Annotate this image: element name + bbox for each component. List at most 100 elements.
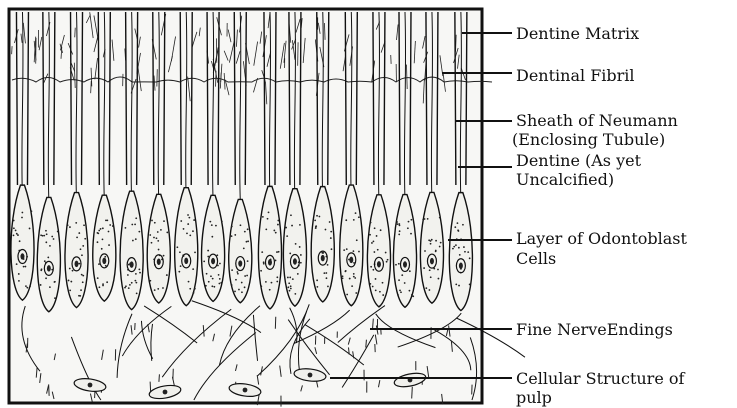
cell-stipple [435, 250, 437, 252]
cell-stipple [345, 219, 347, 221]
cell-stipple [106, 281, 108, 283]
cell-stipple [163, 220, 165, 222]
cell-stipple [453, 246, 455, 248]
nucleolus [20, 253, 24, 259]
cell-stipple [457, 229, 459, 231]
cell-stipple [276, 276, 278, 278]
cell-stipple [382, 294, 384, 296]
cell-stipple [149, 280, 151, 282]
cell-stipple [189, 288, 191, 290]
cell-stipple [188, 281, 190, 283]
cell-stipple [206, 273, 208, 275]
cell-stipple [178, 271, 180, 273]
cell-stipple [176, 246, 178, 248]
cell-stipple [423, 267, 425, 269]
cell-stipple [40, 234, 42, 236]
cell-stipple [353, 250, 355, 252]
cell-stipple [290, 214, 292, 216]
cell-stipple [109, 224, 111, 226]
cell-stipple [467, 251, 469, 253]
cell-stipple [166, 274, 168, 276]
cell-stipple [452, 248, 454, 250]
cell-stipple [68, 280, 70, 282]
cell-stipple [180, 220, 182, 222]
cell-stipple [220, 282, 222, 284]
pulp-cell-nucleus [88, 383, 93, 388]
cell-stipple [244, 275, 246, 277]
cell-stipple [429, 289, 431, 291]
cell-stipple [45, 277, 47, 279]
cell-stipple [241, 291, 243, 293]
nucleolus [75, 261, 79, 267]
cell-stipple [221, 221, 223, 223]
cell-stipple [98, 230, 100, 232]
nucleolus [238, 260, 242, 266]
cell-stipple [342, 275, 344, 277]
label-dentine-uncalcified-line-2: Uncalcified) [516, 170, 614, 189]
cell-stipple [213, 286, 215, 288]
cell-stipple [300, 262, 302, 264]
cell-stipple [209, 221, 211, 223]
label-cellular-structure-line-2: pulp [516, 388, 552, 407]
cell-stipple [84, 238, 86, 240]
cell-stipple [237, 273, 239, 275]
cell-stipple [57, 231, 59, 233]
cell-stipple [371, 242, 373, 244]
cell-stipple [69, 289, 71, 291]
nucleolus [47, 265, 51, 271]
cell-stipple [98, 286, 100, 288]
cell-stipple [354, 277, 356, 279]
cell-stipple [211, 285, 213, 287]
cell-stipple [294, 293, 296, 295]
cell-stipple [163, 255, 165, 257]
cell-stipple [49, 286, 51, 288]
cell-stipple [455, 284, 457, 286]
cell-stipple [300, 254, 302, 256]
cell-stipple [219, 278, 221, 280]
cell-stipple [398, 279, 400, 281]
cell-stipple [430, 240, 432, 242]
cell-stipple [431, 239, 433, 241]
nucleolus [321, 255, 325, 261]
cell-stipple [314, 220, 316, 222]
cell-stipple [44, 260, 46, 262]
cell-stipple [53, 238, 55, 240]
cell-stipple [19, 240, 21, 242]
cell-stipple [271, 282, 273, 284]
cell-stipple [21, 212, 23, 214]
cell-stipple [100, 228, 102, 230]
nucleolus [184, 258, 188, 264]
cell-stipple [187, 223, 189, 225]
cell-stipple [160, 229, 162, 231]
cell-stipple [269, 289, 271, 291]
cell-stipple [464, 251, 466, 253]
cell-stipple [330, 231, 332, 233]
cell-stipple [31, 210, 33, 212]
cell-stipple [128, 287, 130, 289]
cell-stipple [136, 292, 138, 294]
cell-stipple [260, 270, 262, 272]
cell-stipple [153, 237, 155, 239]
cell-stipple [395, 264, 397, 266]
cell-stipple [409, 290, 411, 292]
cell-stipple [424, 250, 426, 252]
cell-stipple [273, 230, 275, 232]
nucleolus [377, 261, 381, 267]
cell-stipple [353, 273, 355, 275]
cell-stipple [183, 228, 185, 230]
cell-stipple [372, 286, 374, 288]
cell-stipple [135, 282, 137, 284]
cell-stipple [358, 251, 360, 253]
cell-stipple [295, 243, 297, 245]
cell-stipple [43, 235, 45, 237]
cell-stipple [192, 230, 194, 232]
label-odontoblast-line-2: Cells [516, 249, 556, 268]
cell-stipple [81, 274, 83, 276]
cell-stipple [212, 278, 214, 280]
cell-stipple [424, 218, 426, 220]
cell-stipple [261, 251, 263, 253]
pulp-stroke [159, 374, 160, 382]
cell-stipple [243, 247, 245, 249]
cell-stipple [427, 218, 429, 220]
pulp-stroke [412, 387, 413, 399]
